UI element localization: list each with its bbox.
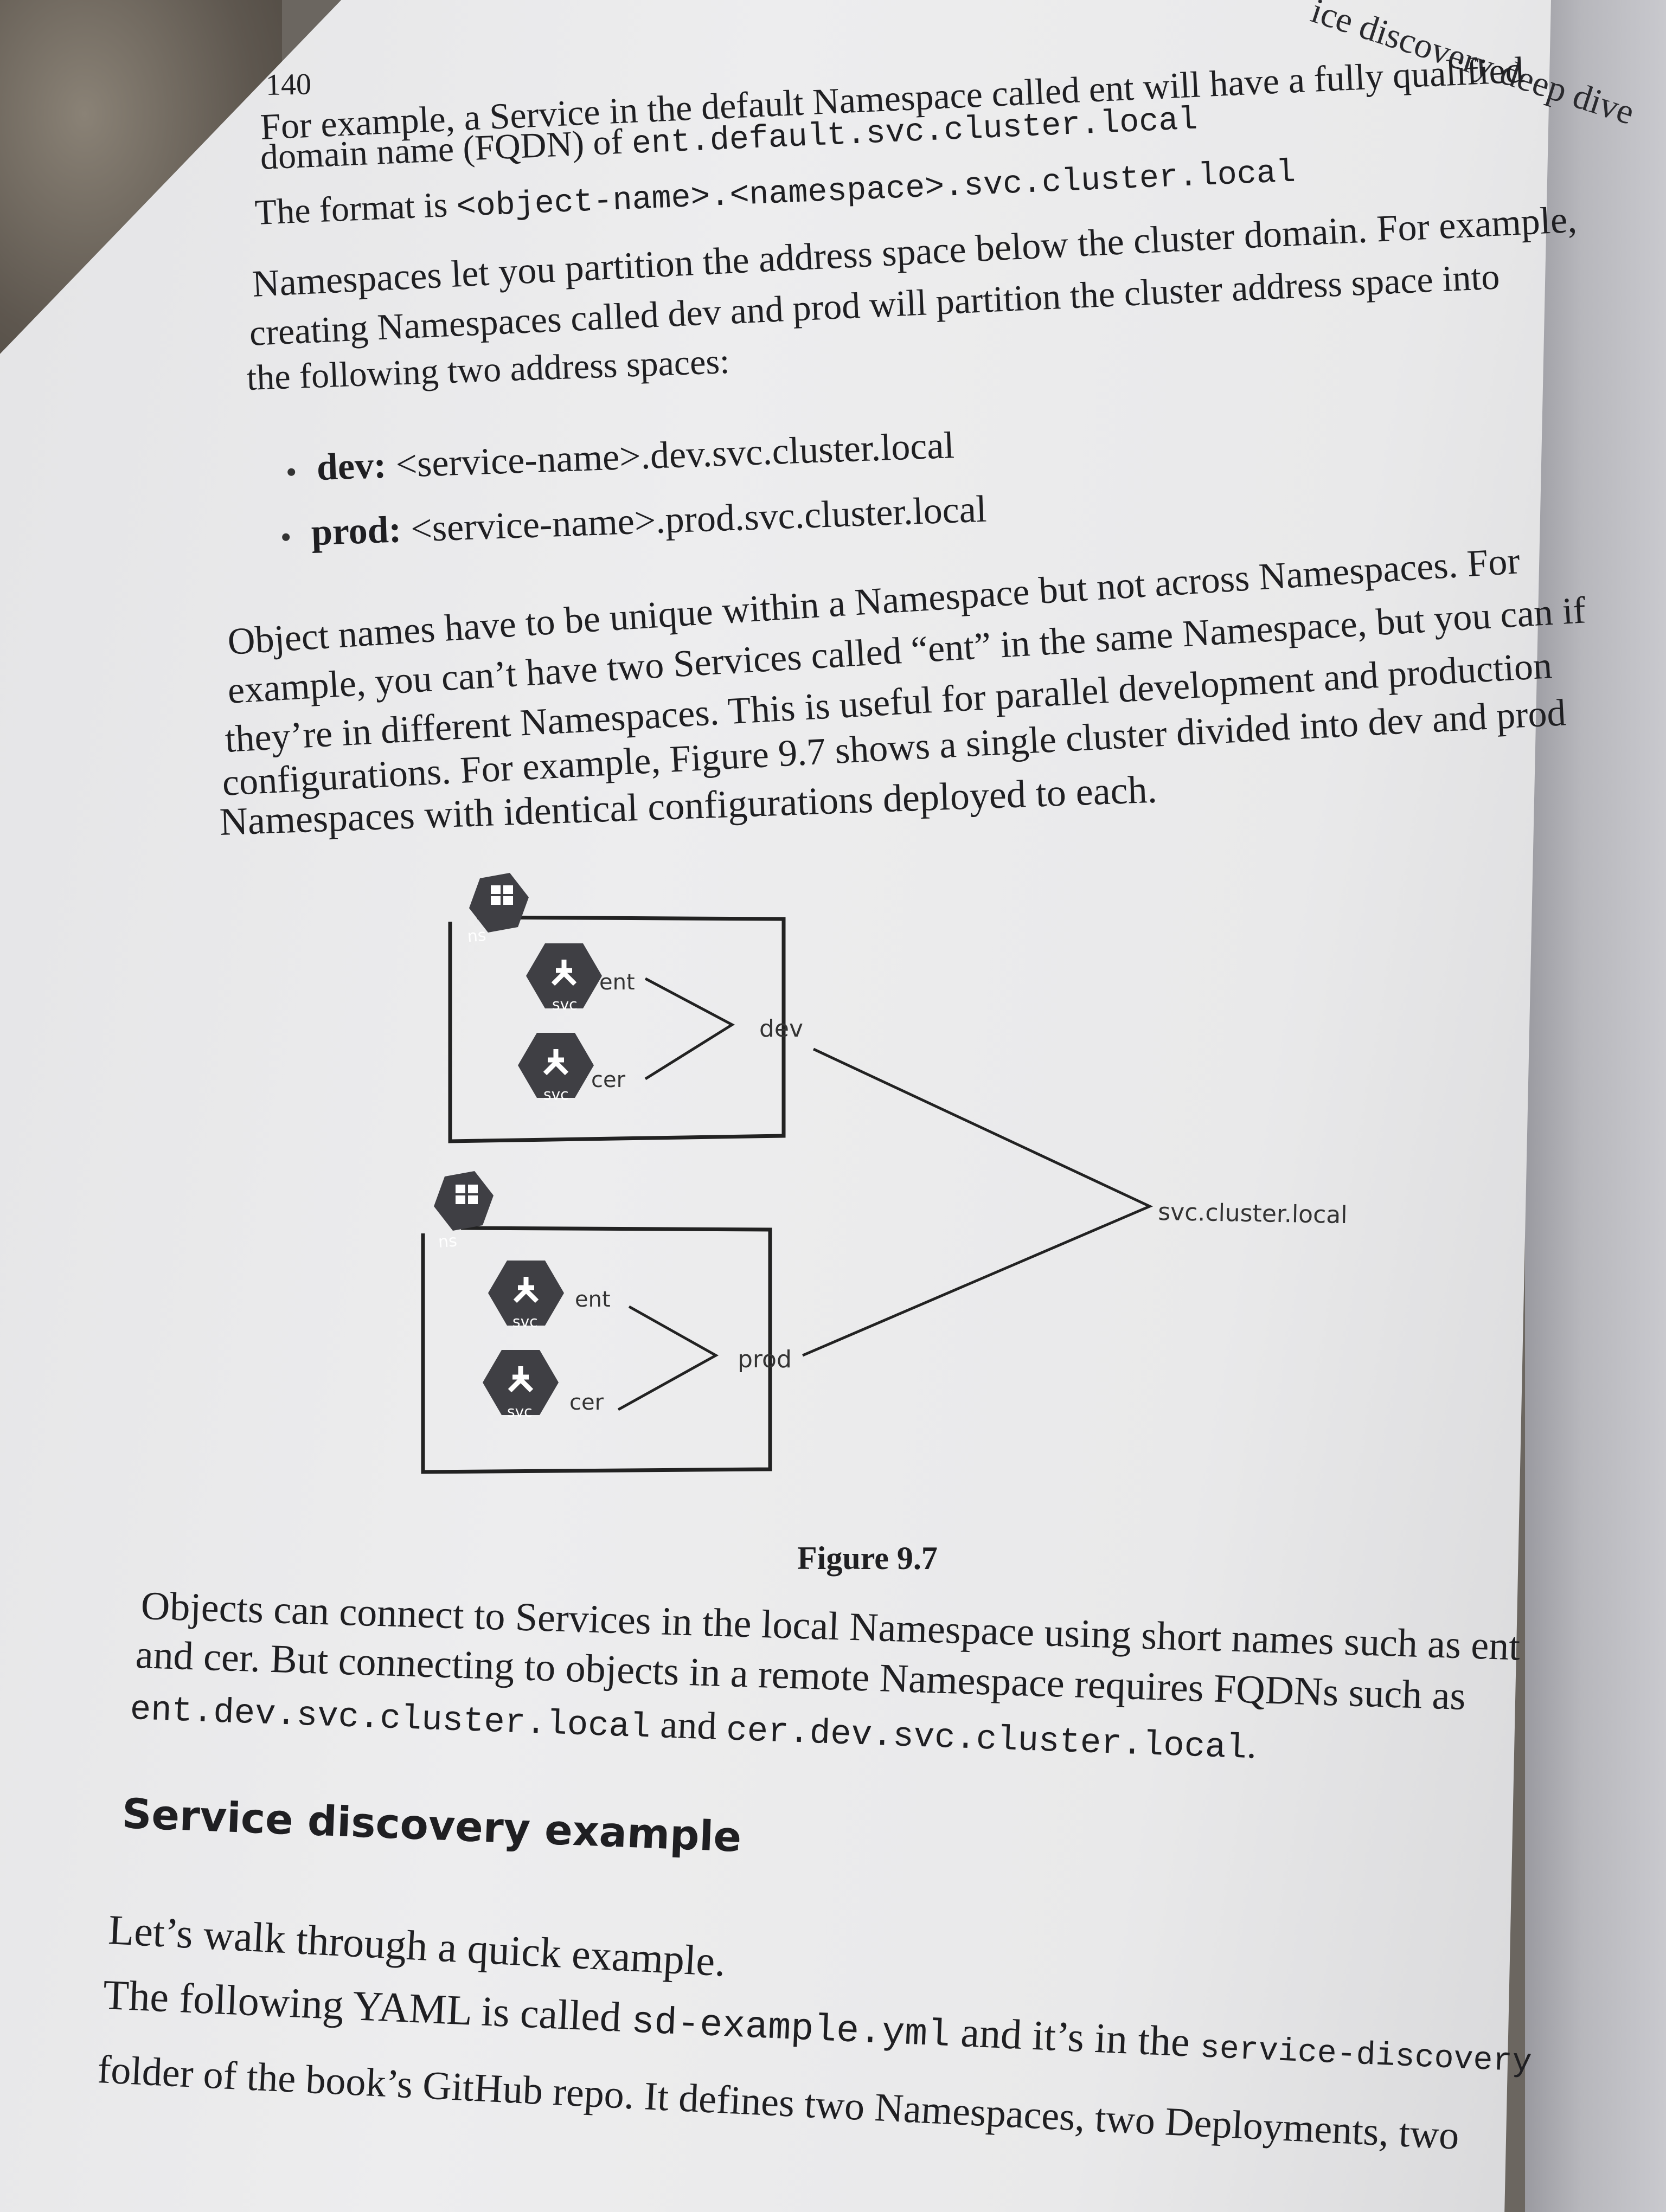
background-page-edge <box>1525 0 1666 2212</box>
figure-caption: Figure 9.7 <box>797 1540 938 1576</box>
service-name-label: cer <box>591 1068 626 1092</box>
svc-icon <box>518 1033 594 1098</box>
book-page <box>0 0 1551 2212</box>
paragraph-text: . <box>1246 1722 1258 1767</box>
namespace-box-top <box>448 915 786 1143</box>
service-name-label: cer <box>569 1390 604 1415</box>
svc-label: svc <box>507 1403 533 1420</box>
svc-icon <box>526 943 602 1008</box>
svc-icon <box>483 1350 559 1415</box>
ns-label: ns <box>438 1231 458 1251</box>
ns-icon <box>434 1171 494 1231</box>
namespace-name-label: dev <box>759 1015 803 1043</box>
service-name-label: ent <box>575 1287 611 1312</box>
svc-label: svc <box>543 1085 569 1103</box>
cluster-domain-label: svc.cluster.local <box>1158 1198 1348 1229</box>
svc-label: svc <box>552 995 578 1013</box>
ns-label: ns <box>467 926 487 946</box>
svc-label: svc <box>512 1313 538 1330</box>
namespace-box-bottom <box>421 1226 772 1474</box>
connector-line <box>644 977 735 1081</box>
cluster-connector <box>802 1047 1154 1357</box>
namespace-name-label: prod <box>738 1346 792 1373</box>
connector-line <box>617 1305 719 1411</box>
svc-icon <box>488 1261 564 1326</box>
service-name-label: ent <box>599 970 635 995</box>
paragraph-text: and <box>650 1702 727 1748</box>
ns-icon <box>469 873 529 933</box>
